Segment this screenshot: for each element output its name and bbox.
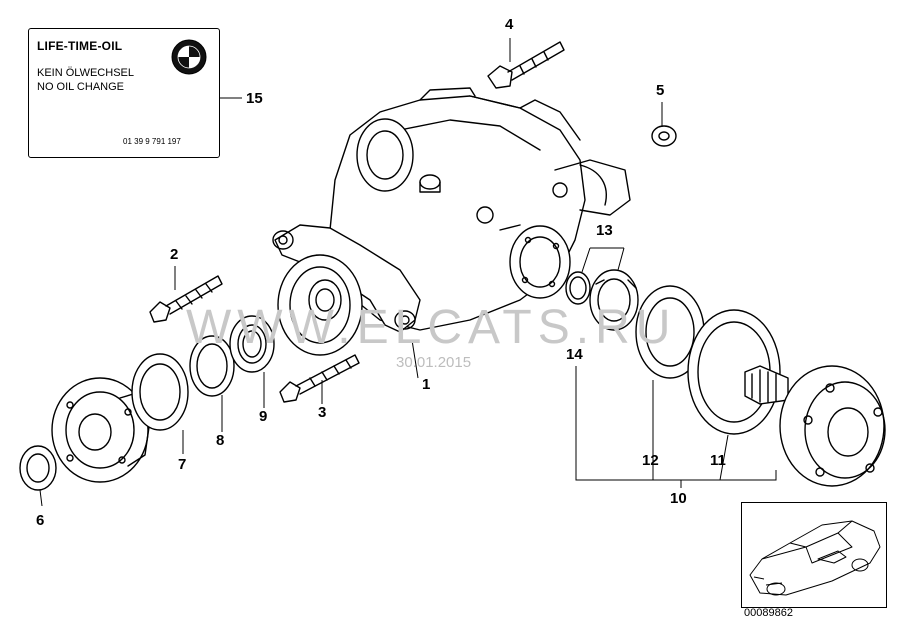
callout-12: 12: [642, 452, 659, 469]
label-part-number: 01 39 9 791 197: [123, 137, 181, 146]
callout-8: 8: [216, 432, 225, 449]
bolt-3: [279, 354, 360, 403]
label-line-english: NO OIL CHANGE: [37, 81, 124, 93]
differential-housing: [272, 87, 631, 356]
label-line-german: KEIN ÖLWECHSEL: [37, 67, 134, 79]
watermark-text: WWW.ELCATS.RU: [186, 301, 677, 354]
callout-7: 7: [178, 456, 187, 473]
callout-6: 6: [36, 512, 45, 529]
callout-10: 10: [670, 490, 687, 507]
diagram-number: 00089862: [744, 607, 793, 619]
callout-13: 13: [596, 222, 613, 239]
callout-15: 15: [246, 90, 263, 107]
oil-label: LIFE-TIME-OIL KEIN ÖLWECHSEL NO OIL CHAN…: [28, 28, 220, 158]
bolt-2: [149, 275, 223, 323]
seal-13: [565, 269, 639, 331]
callout-2: 2: [170, 246, 179, 263]
bolt-4: [487, 41, 565, 89]
callout-3: 3: [318, 404, 327, 421]
seal-ring-7: [131, 353, 189, 431]
output-flange-10: [744, 365, 886, 487]
lock-ring-6: [19, 445, 57, 491]
callout-11: 11: [710, 452, 726, 469]
callout-5: 5: [656, 82, 665, 99]
callout-14: 14: [566, 346, 583, 363]
nut-5: [651, 125, 677, 147]
vehicle-thumbnail: [741, 502, 887, 608]
label-title: LIFE-TIME-OIL: [37, 39, 123, 53]
callout-1: 1: [422, 376, 431, 393]
shim-8: [189, 335, 235, 397]
output-flange-7: [51, 377, 151, 483]
callout-4: 4: [505, 16, 514, 33]
watermark-date: 30.01.2015: [396, 354, 472, 371]
bmw-roundel-icon: [171, 39, 207, 75]
callout-9: 9: [259, 408, 268, 425]
car-icon: [749, 520, 881, 596]
seal-9: [229, 315, 275, 373]
